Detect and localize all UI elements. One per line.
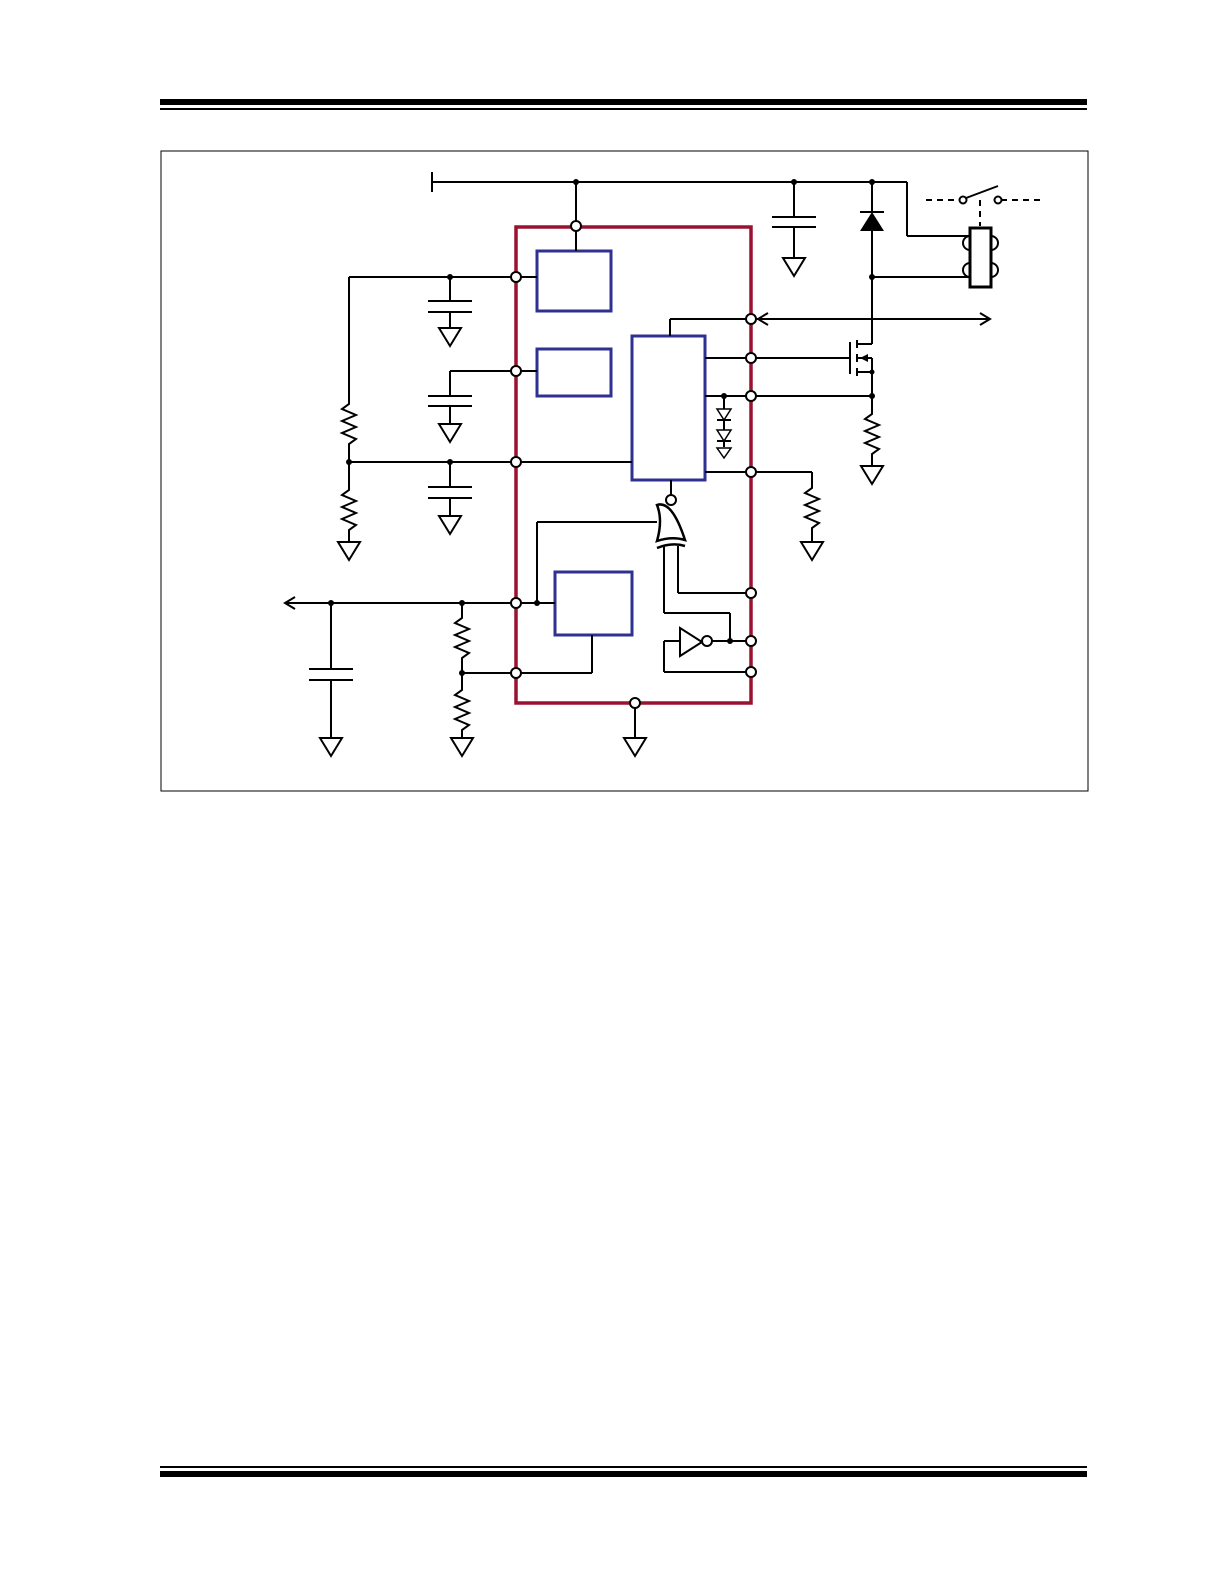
- mosfet-icon: [705, 340, 875, 396]
- output-network: [283, 596, 593, 757]
- supply-rail: [431, 172, 907, 251]
- footer-rule-thick: [160, 1471, 1087, 1477]
- ic-pins: [510, 220, 757, 709]
- pin3-network: [337, 459, 632, 561]
- figure-frame: [160, 150, 1089, 792]
- internal-block-top: [535, 249, 613, 313]
- bidirectional-line: [669, 312, 992, 336]
- ground-icon: [782, 249, 806, 277]
- internal-block-second: [535, 347, 613, 398]
- pin1-network: [341, 274, 537, 462]
- xor-gate-icon: [536, 480, 751, 641]
- pin-right-4-network: [705, 471, 824, 561]
- resistor-icon: [341, 397, 357, 451]
- inverter-icon: [663, 626, 751, 673]
- footer-rule-thin: [160, 1466, 1087, 1468]
- header-rule-thin: [160, 108, 1087, 110]
- pin2-network: [428, 370, 537, 443]
- internal-block-driver: [630, 334, 707, 482]
- header-rule-thick: [160, 99, 1087, 105]
- rail-capacitor: [772, 182, 816, 277]
- relay-icon: [872, 182, 999, 289]
- ic-ground-pin: [623, 703, 647, 757]
- switch-icon: [926, 185, 1040, 205]
- sense-network: [705, 393, 884, 485]
- internal-block-bottom: [553, 570, 634, 637]
